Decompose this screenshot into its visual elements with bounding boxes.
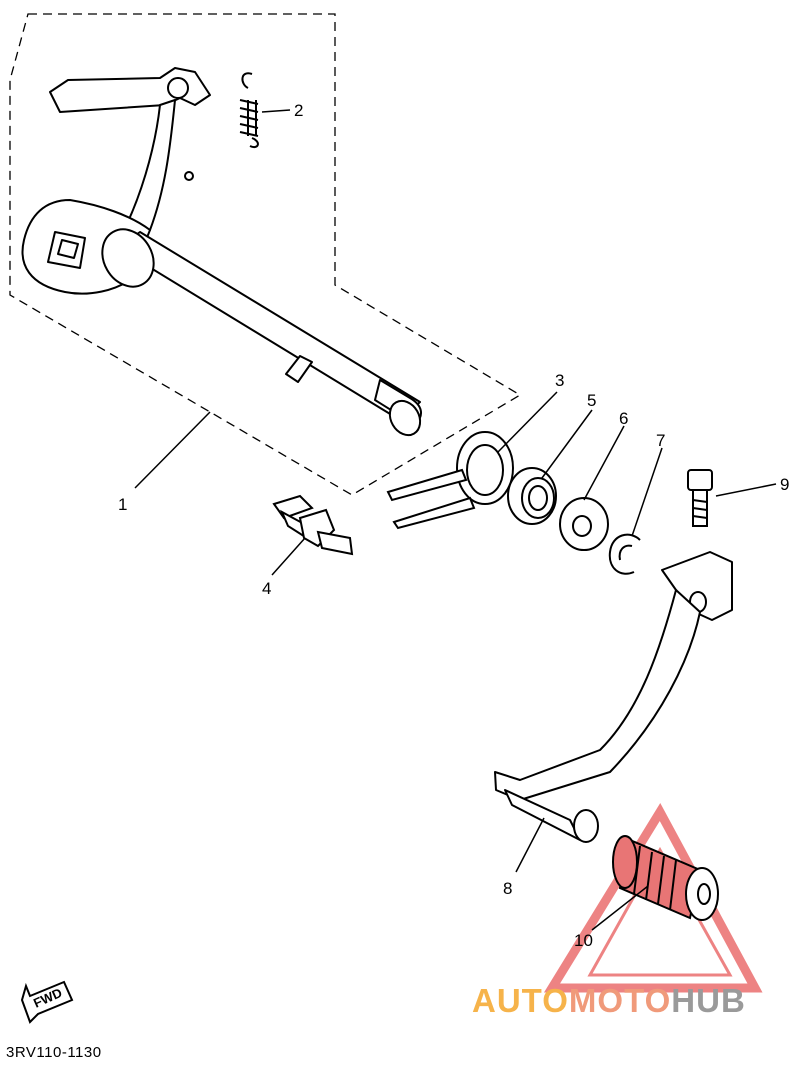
part-shift-shaft [21, 67, 422, 437]
leader-lines [134, 109, 777, 931]
part-return-spring [239, 72, 259, 148]
callout-4: 4 [262, 579, 271, 598]
watermark-part1: AUTO [472, 982, 569, 1019]
watermark-part3: HUB [671, 982, 746, 1019]
callout-labels: 1 2 3 4 5 6 7 9 8 10 [118, 101, 789, 950]
part-washer [559, 497, 609, 551]
callout-2: 2 [294, 101, 303, 120]
callout-1: 1 [118, 495, 127, 514]
part-pedal-rubber [612, 835, 719, 921]
callout-6: 6 [619, 409, 628, 428]
callout-5: 5 [587, 391, 596, 410]
part-pinch-bolt [687, 469, 713, 527]
part-shift-pedal [494, 551, 733, 843]
callout-9: 9 [780, 475, 789, 494]
callout-10: 10 [574, 931, 593, 950]
callout-3: 3 [555, 371, 564, 390]
part-stopper-bolt [272, 494, 354, 556]
part-circlip [608, 533, 641, 575]
forward-arrow-icon: FWD [20, 980, 74, 1024]
diagram-code: 3RV110-1130 [6, 1044, 102, 1061]
part-collar [507, 467, 557, 525]
watermark-part2: MOTO [568, 982, 672, 1019]
part-torsion-spring [386, 431, 514, 530]
callout-7: 7 [656, 431, 665, 450]
callout-8: 8 [503, 879, 512, 898]
assembly-boundary [9, 13, 522, 496]
watermark-logo: AUTOMOTOHUB [472, 982, 746, 1020]
